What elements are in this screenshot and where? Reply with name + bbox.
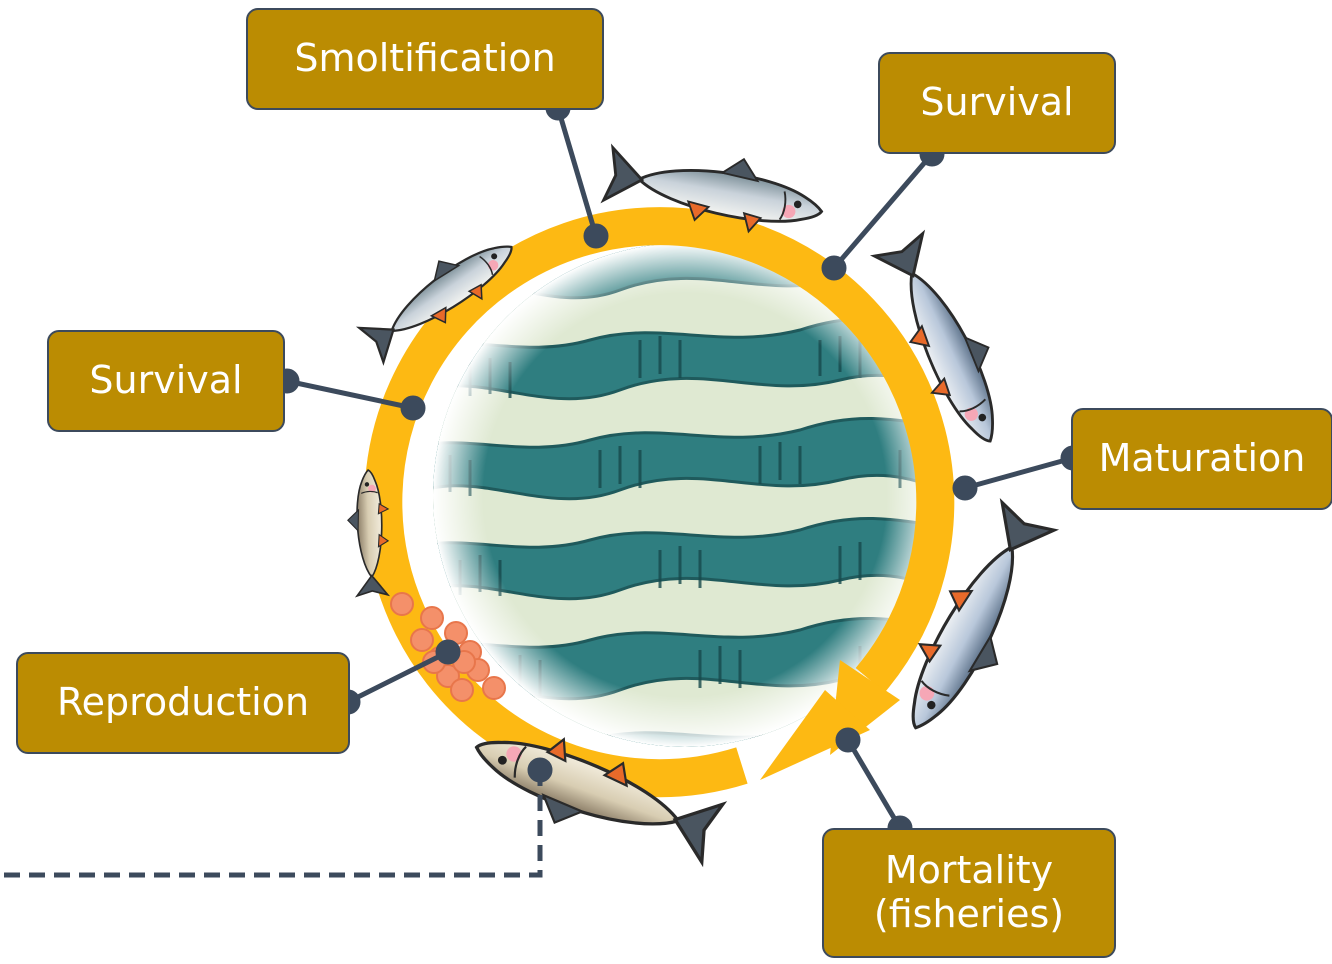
label-maturation: Maturation — [1071, 408, 1332, 510]
label-mortality-line1: Mortality — [874, 849, 1064, 893]
label-survival-left: Survival — [47, 330, 285, 432]
label-reproduction: Reproduction — [16, 652, 350, 754]
label-smoltification: Smoltification — [246, 8, 604, 110]
label-maturation-text: Maturation — [1099, 437, 1306, 481]
label-survival-left-text: Survival — [89, 359, 242, 403]
label-mortality-line2: (fisheries) — [874, 893, 1064, 937]
label-smoltification-text: Smoltification — [294, 37, 555, 81]
label-survival-top: Survival — [878, 52, 1116, 154]
label-reproduction-text: Reproduction — [57, 681, 309, 725]
label-survival-top-text: Survival — [920, 81, 1073, 125]
dashed-connector — [0, 770, 540, 875]
label-mortality: Mortality (fisheries) — [822, 828, 1116, 958]
